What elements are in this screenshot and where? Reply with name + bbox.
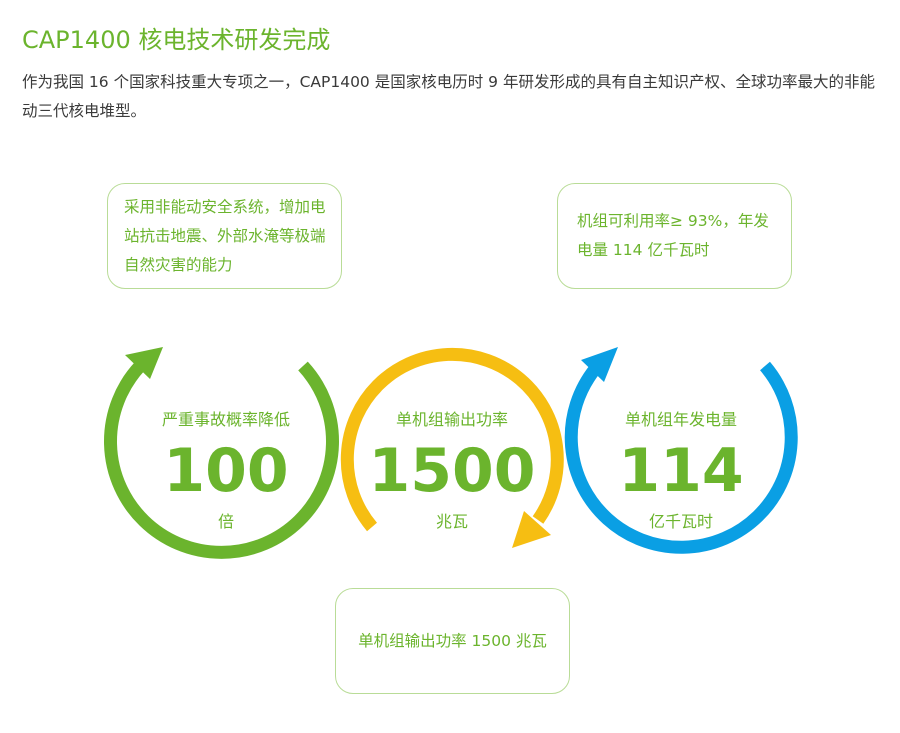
callout-availability-text: 机组可利用率≥ 93%，年发电量 114 亿千瓦时: [577, 212, 769, 259]
circle-output-power: 单机组输出功率 1500 兆瓦: [352, 410, 552, 532]
callout-safety-text: 采用非能动安全系统，增加电站抗击地震、外部水淹等极端自然灾害的能力: [124, 198, 326, 274]
circle-left-value: 100: [163, 436, 289, 506]
circle-left-label: 严重事故概率降低: [161, 410, 290, 429]
circle-right-unit: 亿千瓦时: [648, 512, 713, 531]
page-title: CAP1400 核电技术研发完成: [22, 26, 331, 54]
circle-right-label: 单机组年发电量: [624, 410, 737, 429]
circle-accident-reduction: 严重事故概率降低 100 倍: [126, 410, 326, 532]
circle-annual-generation: 单机组年发电量 114 亿千瓦时: [581, 410, 781, 532]
ring-left-arrowhead: [125, 347, 163, 379]
callout-safety-system: 采用非能动安全系统，增加电站抗击地震、外部水淹等极端自然灾害的能力: [107, 183, 342, 289]
circle-middle-value: 1500: [368, 436, 536, 506]
callout-output-text: 单机组输出功率 1500 兆瓦: [358, 631, 547, 650]
ring-right-arrowhead: [581, 347, 618, 382]
callout-availability: 机组可利用率≥ 93%，年发电量 114 亿千瓦时: [557, 183, 792, 289]
circle-left-unit: 倍: [217, 512, 234, 531]
ring-middle-arrowhead: [512, 511, 551, 548]
circle-middle-unit: 兆瓦: [435, 512, 468, 531]
circle-middle-label: 单机组输出功率: [395, 410, 508, 429]
ring-right-arc: [564, 361, 798, 554]
circle-right-value: 114: [618, 436, 744, 506]
intro-paragraph: 作为我国 16 个国家科技重大专项之一，CAP1400 是国家核电历时 9 年研…: [22, 73, 875, 120]
callout-output-power: 单机组输出功率 1500 兆瓦: [335, 588, 570, 694]
ring-middle-arc: [340, 347, 564, 532]
ring-left-arc: [104, 361, 339, 559]
